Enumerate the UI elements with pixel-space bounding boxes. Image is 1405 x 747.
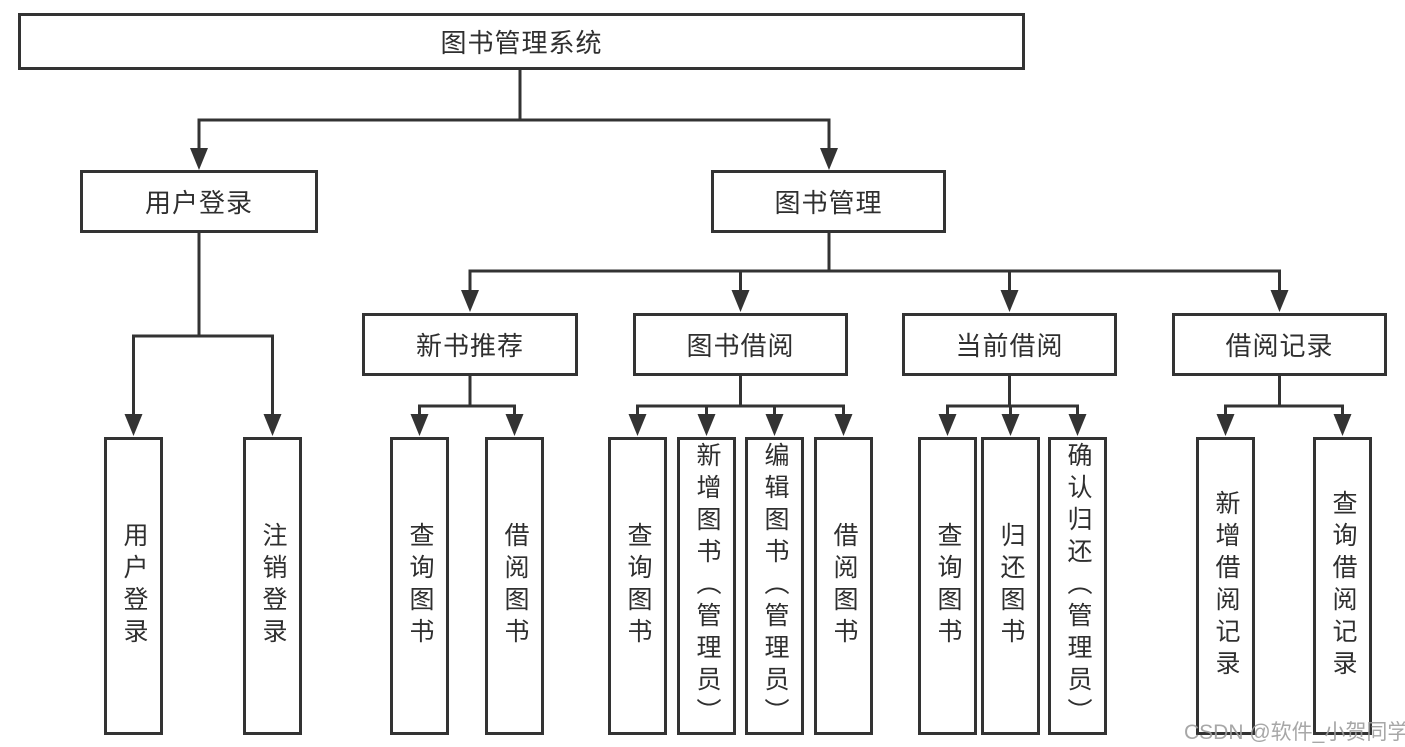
leaf-current-return-books: 归还图书 [981, 437, 1040, 735]
leaf-borrow-add-books-admin: 新增图书（管理员） [677, 437, 736, 735]
leaf-borrow-borrow-books: 借阅图书 [814, 437, 873, 735]
node-current-borrowing: 当前借阅 [902, 313, 1117, 376]
leaf-newbook-borrow-books: 借阅图书 [485, 437, 544, 735]
node-borrowing-records: 借阅记录 [1172, 313, 1387, 376]
leaf-current-query-books: 查询图书 [918, 437, 977, 735]
node-library-management-system: 图书管理系统 [18, 13, 1025, 70]
leaf-record-add-borrow-record: 新增借阅记录 [1196, 437, 1255, 735]
node-user-login: 用户登录 [80, 170, 318, 233]
leaf-user-login: 用户登录 [104, 437, 163, 735]
node-book-borrowing: 图书借阅 [633, 313, 848, 376]
node-new-book-recommendation: 新书推荐 [362, 313, 578, 376]
leaf-borrow-query-books: 查询图书 [608, 437, 667, 735]
leaf-record-query-borrow-record: 查询借阅记录 [1313, 437, 1372, 735]
arrowheads [124, 148, 1352, 436]
csdn-watermark: CSDN @软件_小贺同学 [1184, 721, 1405, 744]
leaf-borrow-edit-books-admin: 编辑图书（管理员） [745, 437, 804, 735]
leaf-current-confirm-return-admin: 确认归还（管理员） [1048, 437, 1107, 735]
leaf-logout: 注销登录 [243, 437, 302, 735]
leaf-newbook-query-books: 查询图书 [390, 437, 449, 735]
node-book-management: 图书管理 [711, 170, 946, 233]
